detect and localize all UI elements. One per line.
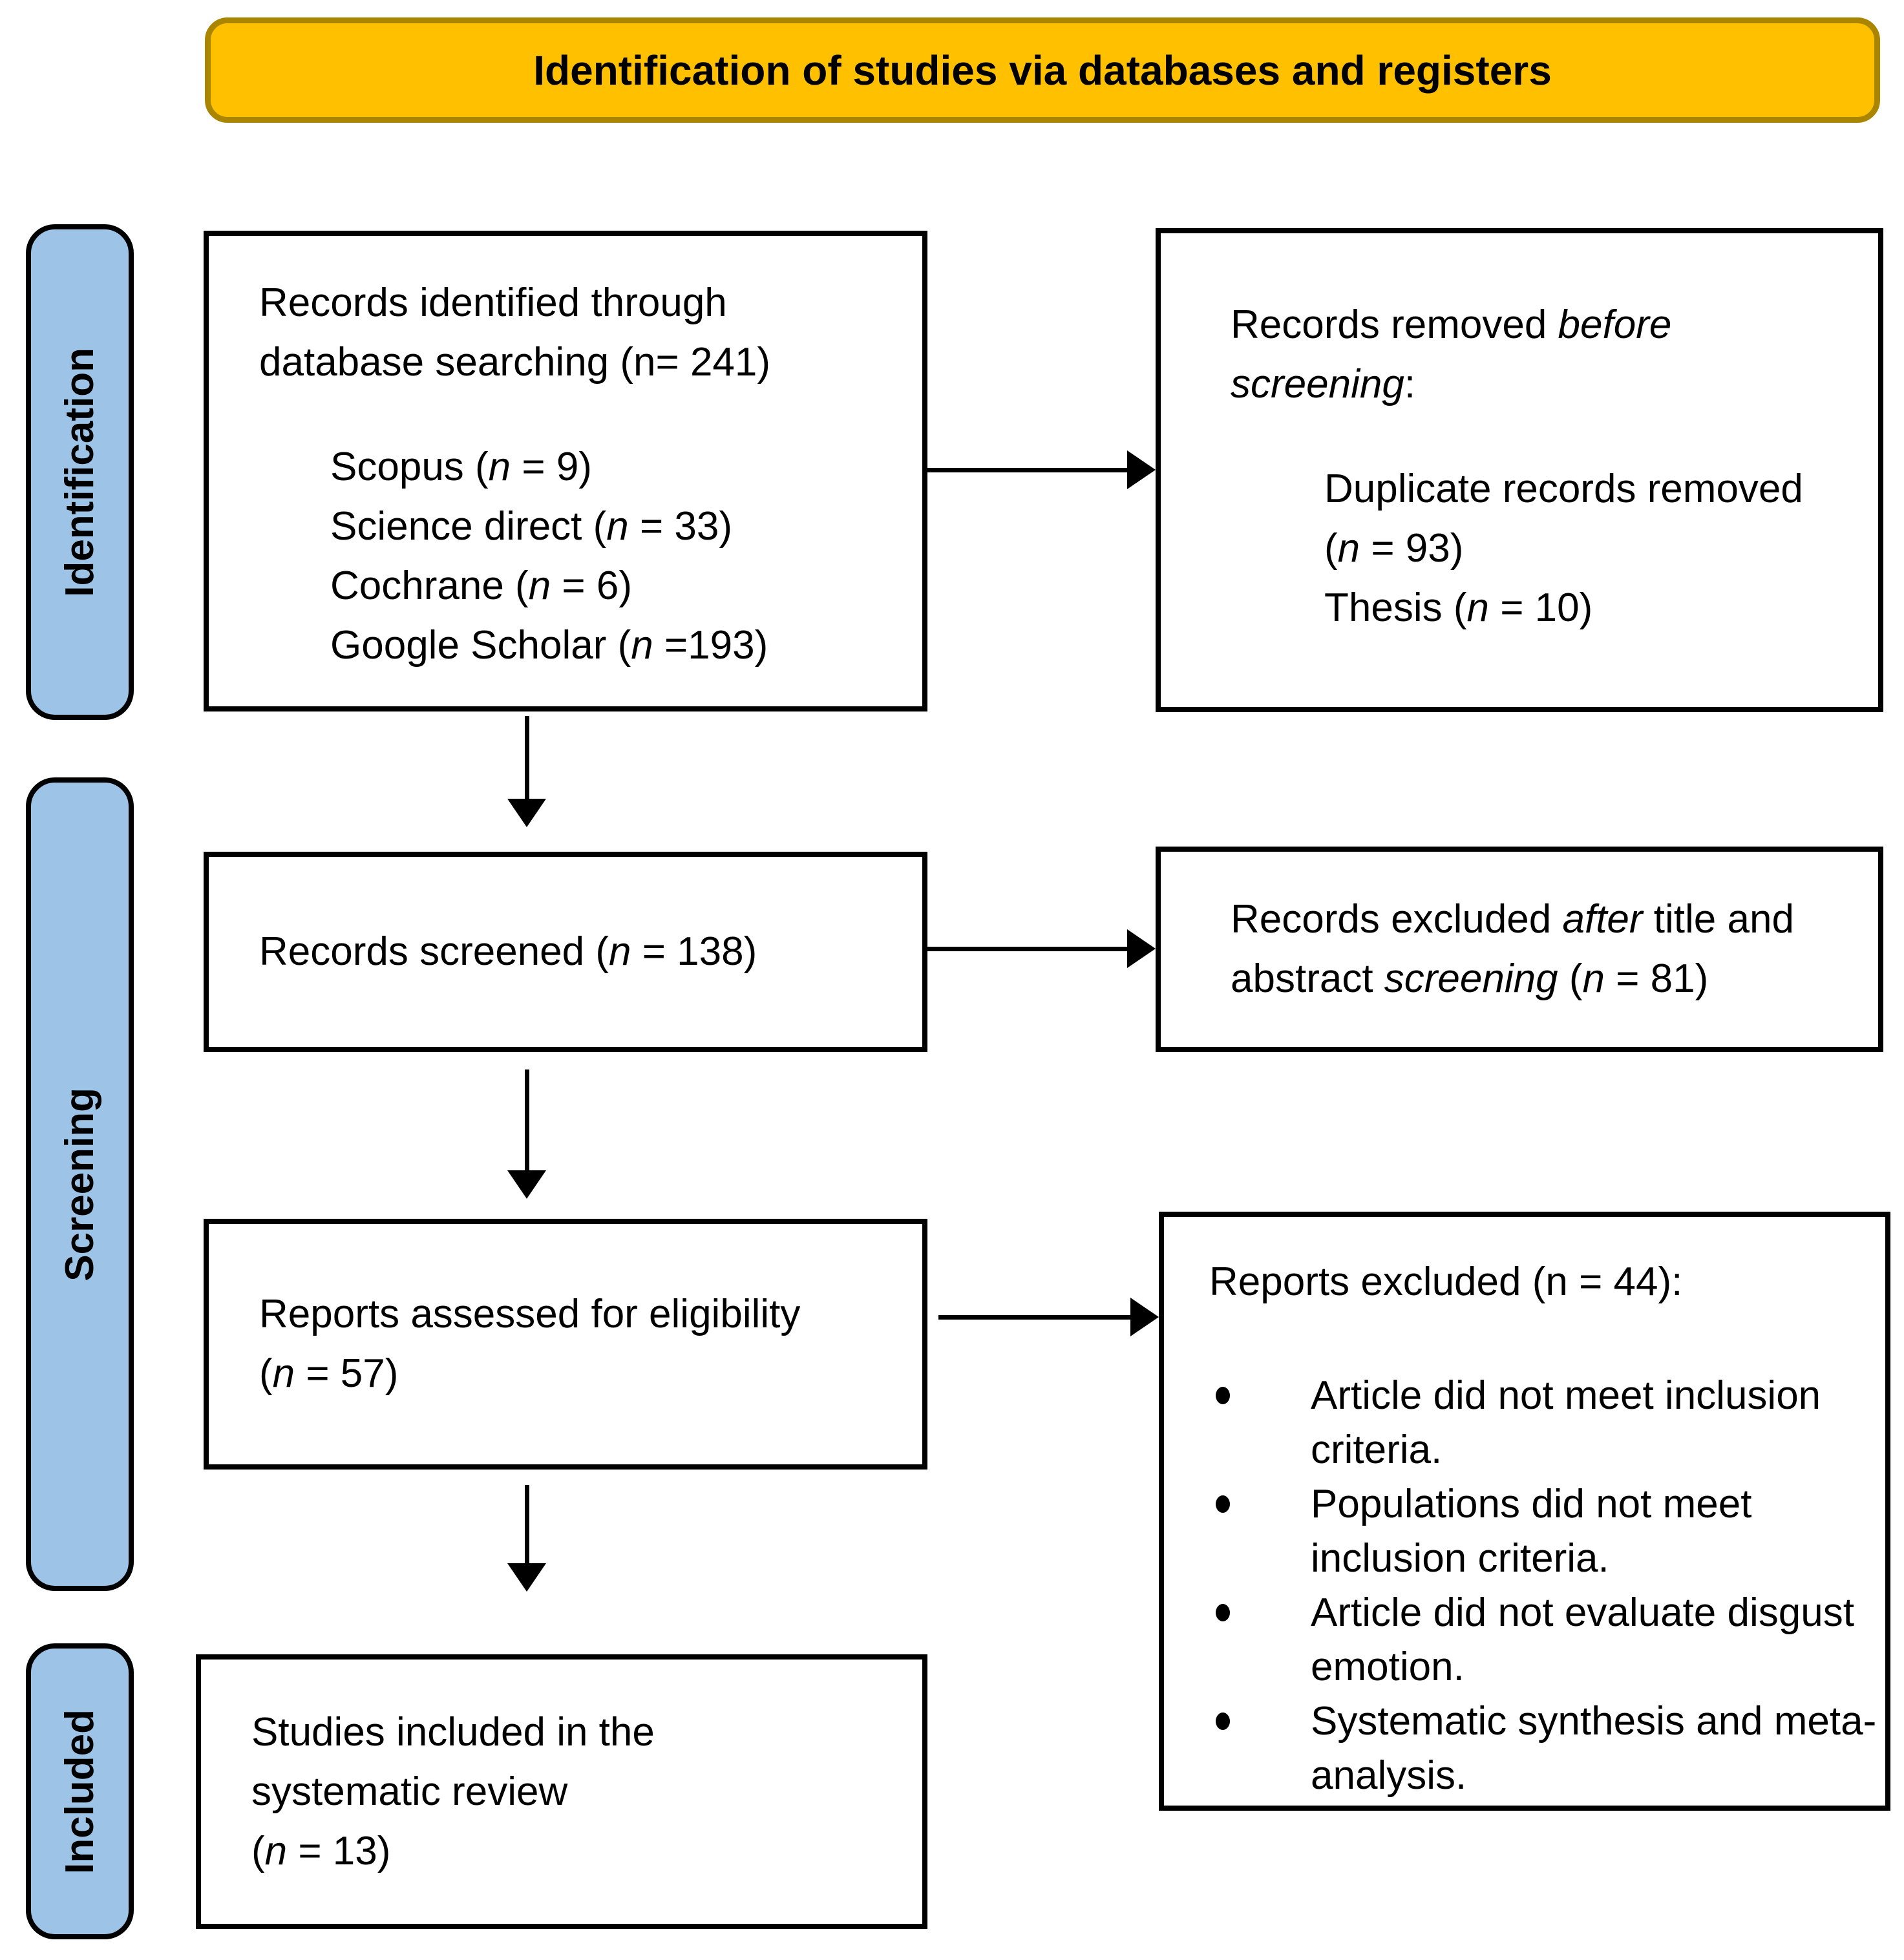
stage-label-text: Screening [58,1087,102,1281]
bullet-text: Populations did not meet inclusion crite… [1311,1482,1752,1581]
box-records-identified: Records identified through database sear… [204,231,927,711]
text-line: Records identified through [259,280,727,325]
text-line: systematic review [251,1769,568,1814]
bullet-item: Systematic synthesis and meta-analysis. [1209,1694,1885,1803]
arrow-down-identified-to-screened [507,716,546,827]
box-reports-excluded: Reports excluded (n = 44): Article did n… [1159,1212,1890,1811]
text-line: Records screened (n = 138) [259,929,757,974]
bullet-item: Article did not evaluate disgust emotion… [1209,1586,1885,1694]
text-line: Records removed before [1231,302,1672,347]
removed-item-line: (n = 93) [1324,526,1464,571]
text-line: database searching (n= 241) [259,340,771,385]
arrow-line [524,716,529,799]
text-line: abstract screening (n = 81) [1231,956,1709,1001]
text-line: (n = 13) [251,1828,391,1873]
arrow-head-icon [507,1170,546,1199]
arrow-down-assessed-to-included [507,1485,546,1592]
text-line: Records excluded after title and [1231,897,1794,942]
arrow-line [927,468,1127,472]
source-line: Science direct (n = 33) [330,504,733,549]
arrow-right-screened-to-excluded [927,929,1156,968]
spacer [259,392,909,437]
removed-item-line: Thesis (n = 10) [1324,585,1593,630]
text-line: Reports assessed for eligibility [259,1292,801,1336]
bullet-item: Article did not meet inclusion criteria. [1209,1369,1885,1477]
arrow-line [938,1315,1130,1320]
box-records-screened: Records screened (n = 138) [204,852,927,1052]
stage-label-text: Identification [58,347,102,597]
source-line: Google Scholar (n =193) [330,623,768,668]
bullet-text: Article did not meet inclusion criteria. [1311,1373,1821,1472]
arrow-head-icon [1127,450,1156,489]
text-line: Reports excluded (n = 44): [1209,1259,1683,1304]
stage-label-screening: Screening [26,777,134,1591]
bullet-item: Populations did not meet inclusion crite… [1209,1477,1885,1586]
bullet-icon [1216,1495,1230,1513]
stage-label-included: Included [26,1643,134,1939]
removed-item-line: Duplicate records removed [1324,467,1803,511]
bullet-text: Systematic synthesis and meta-analysis. [1311,1699,1877,1798]
bullet-text: Article did not evaluate disgust emotion… [1311,1590,1854,1689]
arrow-head-icon [1127,929,1156,968]
box-reports-assessed: Reports assessed for eligibility (n = 57… [204,1219,927,1470]
arrow-line [927,947,1127,951]
box-records-removed-before-screening: Records removed before screening: Duplic… [1156,228,1883,712]
spacer [1231,414,1865,459]
bullet-icon [1216,1604,1230,1621]
arrow-line [524,1070,529,1170]
source-line: Scopus (n = 9) [330,445,592,489]
box-studies-included: Studies included in the systematic revie… [196,1654,927,1929]
bullet-icon [1216,1712,1230,1730]
source-line: Cochrane (n = 6) [330,564,632,608]
arrow-head-icon [507,1563,546,1592]
stage-label-identification: Identification [26,224,134,720]
text-line: screening: [1231,362,1416,406]
title-banner: Identification of studies via databases … [205,17,1880,123]
arrow-right-identified-to-removed [927,450,1156,489]
arrow-head-icon [1130,1298,1159,1336]
arrow-head-icon [507,799,546,827]
box-records-excluded-after-screening: Records excluded after title and abstrac… [1156,847,1883,1052]
stage-label-text: Included [58,1709,102,1874]
diagram-title: Identification of studies via databases … [533,47,1552,94]
arrow-line [524,1485,529,1563]
spacer [1209,1312,1885,1369]
arrow-down-screened-to-assessed [507,1070,546,1199]
text-line: Studies included in the [251,1709,655,1755]
text-line: (n = 57) [259,1351,399,1396]
bullet-icon [1216,1387,1230,1404]
arrow-right-assessed-to-reports-excluded [938,1298,1159,1336]
